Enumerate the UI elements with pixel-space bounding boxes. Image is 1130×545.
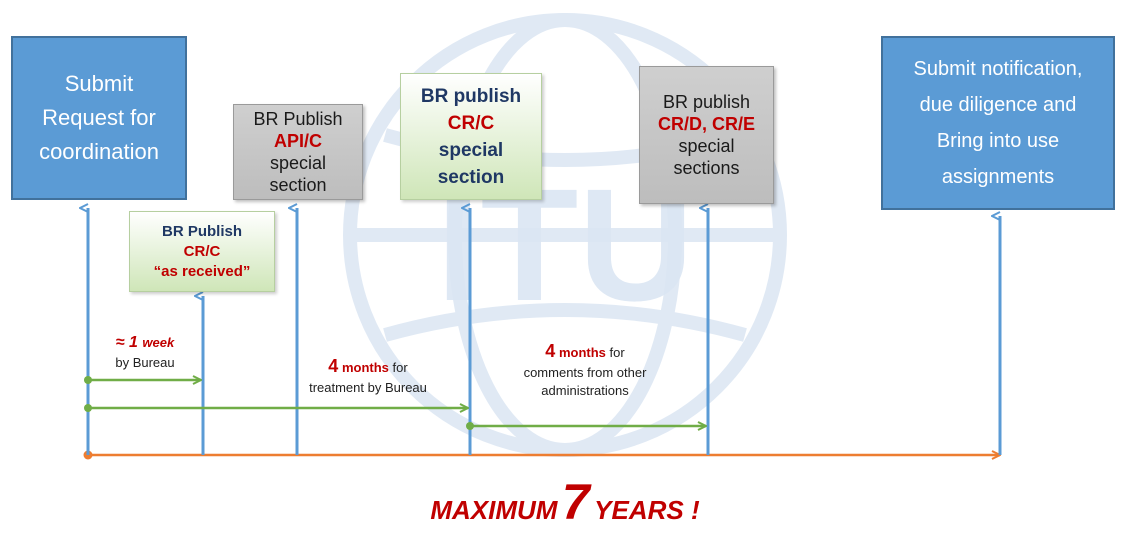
br-publish-cr-special-line3: special [438,139,504,161]
four-months-treatment-label: 4 months for treatment by Bureau [283,355,453,397]
br-publish-cr-received-note: “as received” [153,262,251,280]
green-dot-four-months-comments [466,422,474,430]
br-publish-api-line1: BR Publish [253,109,343,129]
four-months-comments-label: 4 months for comments from other adminis… [490,340,680,400]
br-publish-crd-cre-box: BR publish CR/D, CR/E special sections [639,66,774,204]
br-publish-cr-special-code: CR/C [447,112,495,134]
one-week-unit: week [142,335,175,350]
submit-notification-line2: due diligence and [919,94,1077,116]
four-months-treatment-num: 4 [328,356,339,376]
four-months-treatment-tail: for [392,360,408,375]
four-months-treatment-desc: treatment by Bureau [309,380,427,395]
submit-notification-line3: Bring into use [936,130,1060,152]
maximum-years-caption: MAXIMUM 7 YEARS ! [0,472,1130,545]
submit-request-line2: Request for [42,105,156,130]
br-publish-crd-cre-line3: special [678,136,735,156]
br-publish-cr-received-line1: BR Publish [161,222,242,240]
submit-request-line1: Submit [64,71,134,96]
four-months-comments-tail: for [609,345,625,360]
four-months-treatment-unit: months [341,360,389,375]
br-publish-cr-special-line1: BR publish [420,85,522,107]
four-months-comments-desc1: comments from other [523,365,647,380]
br-publish-api-box: BR Publish API/C special section [233,104,363,200]
maximum-number: 7 [561,474,590,530]
green-dot-one-week [84,376,92,384]
br-publish-cr-received-code: CR/C [183,242,221,260]
green-dot-four-months-treatment [84,404,92,412]
submit-request-box: Submit Request for coordination [11,36,187,200]
br-publish-api-line4: section [269,175,327,195]
br-publish-crd-cre-line1: BR publish [662,92,751,112]
br-publish-cr-special-box: BR publish CR/C special section [400,73,542,200]
br-publish-cr-special-line4: section [437,166,505,188]
br-publish-api-code: API/C [273,131,322,151]
br-publish-crd-cre-code: CR/D, CR/E [657,114,755,134]
one-week-approx: ≈ 1 [115,334,138,351]
br-publish-crd-cre-line4: sections [673,158,740,178]
one-week-desc: by Bureau [115,355,175,370]
submit-notification-line1: Submit notification, [913,58,1083,80]
maximum-prefix: MAXIMUM [430,495,558,525]
submit-notification-line4: assignments [941,166,1055,188]
four-months-comments-desc2: administrations [541,383,629,398]
submit-notification-box: Submit notification, due diligence and B… [881,36,1115,210]
four-months-comments-unit: months [558,345,606,360]
maximum-suffix: YEARS ! [594,495,700,525]
submit-request-line3: coordination [39,139,159,164]
br-publish-api-line3: special [269,153,327,173]
four-months-comments-num: 4 [545,341,556,361]
br-publish-cr-received-box: BR Publish CR/C “as received” [129,211,275,292]
one-week-label: ≈ 1 week by Bureau [100,332,190,372]
